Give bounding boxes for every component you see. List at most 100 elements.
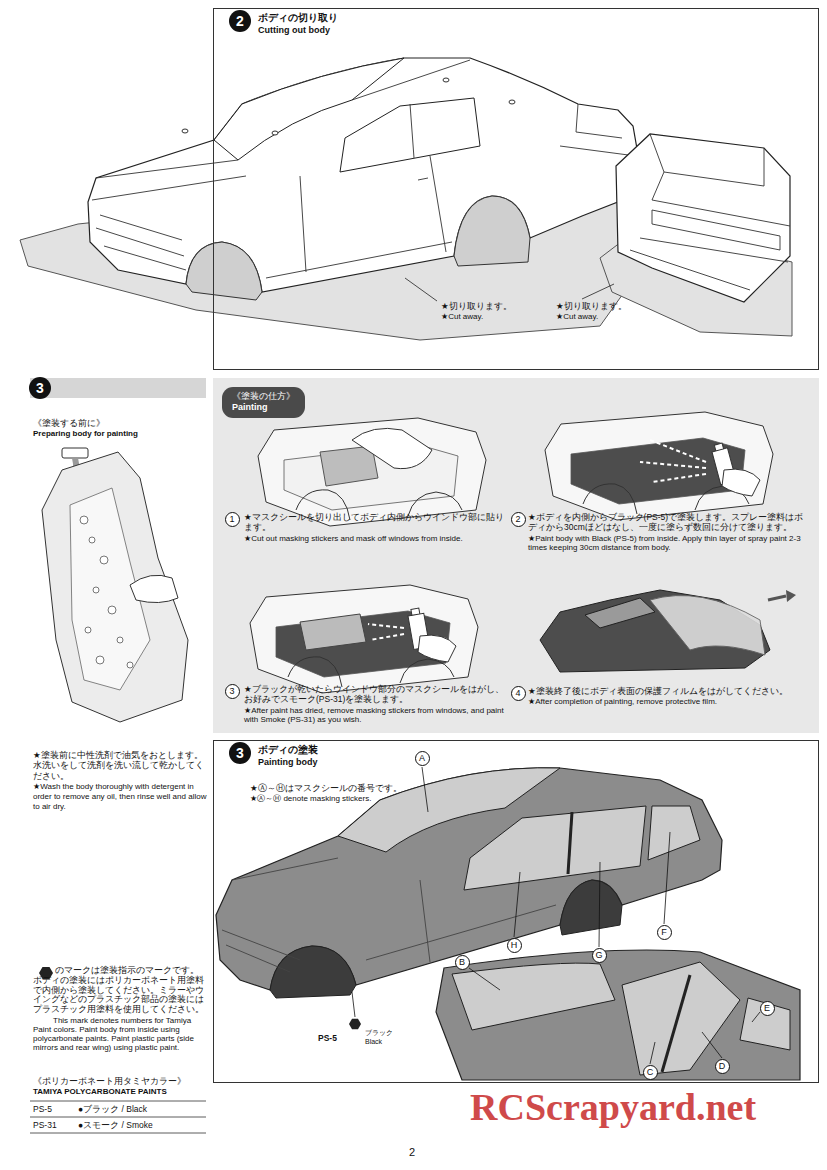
marker-text: 3 (229, 687, 234, 696)
sticker-letter: E (760, 1001, 775, 1016)
section-heading: Preparing body for painting (33, 429, 138, 439)
callout-note: ★Cut away. (441, 312, 483, 322)
leader-line (405, 278, 614, 301)
mount-hole (509, 100, 515, 104)
paint-mark (349, 1019, 361, 1029)
sub-step-number: 3 (225, 684, 240, 699)
paint-code: PS-5 (318, 1033, 337, 1043)
hand (130, 575, 178, 602)
step-number: 3 (229, 742, 251, 764)
body-detail-lines (92, 60, 636, 278)
bubble (80, 516, 88, 524)
marker-text: 2 (236, 14, 244, 28)
peel-arrow (768, 596, 786, 600)
section-tab: 《塗装の仕方》Painting (222, 387, 305, 418)
foam-bubbles (80, 516, 133, 668)
wash-figure (30, 378, 206, 1133)
painting-steps (213, 378, 819, 733)
note-text: のマークは塗装指示のマークです。ボディの塗装にはポリカーボネート用塗料で内側から… (33, 966, 207, 1015)
shell-step-2 (545, 412, 773, 520)
marker-text: 4 (515, 689, 520, 698)
shell-step-1 (258, 418, 486, 526)
car-body (88, 58, 640, 292)
sub-step-number: 1 (225, 512, 240, 527)
body-shell (42, 452, 188, 722)
marker-text: 2 (515, 515, 520, 524)
sub-step-number: 4 (511, 686, 526, 701)
step-heading: ボディの塗装 (258, 744, 318, 756)
shell-inside (284, 444, 458, 510)
sticker-letter: B (455, 955, 470, 970)
marker-text: D (719, 1062, 726, 1071)
quarter-window (648, 806, 700, 860)
hand (722, 469, 760, 496)
bubble (96, 656, 104, 664)
rear-detail-lines (630, 134, 790, 290)
painting-ground (213, 378, 819, 733)
instruction-text: ★塗装終了後にボディ表面の保護フィルムをはがしてください。 (528, 686, 812, 696)
sticker-letter: H (507, 938, 522, 953)
painted-body (540, 590, 770, 672)
marker-text: 《塗装の仕方》 (232, 391, 295, 402)
color-name: ブラック (365, 1029, 393, 1037)
mount-hole (182, 129, 188, 133)
marker-text: 3 (236, 746, 244, 760)
protective-film (650, 596, 765, 656)
wheel-arch (560, 880, 622, 935)
bubble (108, 606, 116, 614)
section-heading: 《塗装する前に》 (33, 418, 105, 428)
bubble (89, 537, 95, 543)
bubble (93, 587, 99, 593)
window-pillar (568, 812, 572, 874)
marker-text: C (647, 1068, 654, 1077)
marker-text: Painting (232, 402, 268, 413)
note-text: This mark denotes numbers for Tamiya Pai… (33, 1016, 207, 1053)
bubble (127, 662, 133, 668)
sticker-letter: F (657, 925, 672, 940)
table-cell: PS-31 (33, 1120, 57, 1130)
spray-mist (640, 440, 706, 482)
instruction-text: ★After completion of painting, remove pr… (528, 697, 812, 707)
sticker-letter: A (415, 751, 430, 766)
marker-text: B (459, 958, 465, 967)
table-cell: ●スモーク / Smoke (78, 1120, 153, 1130)
step-number: 2 (229, 10, 251, 32)
car-roof-view (436, 950, 800, 1080)
painted-body-figure (216, 767, 800, 1080)
step-heading: Cutting out body (258, 25, 330, 36)
marker-text: F (661, 928, 667, 937)
callout-note: ★Cut away. (556, 312, 598, 322)
sticker-letter: C (643, 1065, 658, 1080)
table-cell: ●ブラック / Black (78, 1104, 147, 1114)
mount-hole (443, 78, 449, 82)
shell-arches (288, 657, 454, 687)
car-rear (616, 134, 790, 302)
callout-note: ★切り取ります。 (556, 301, 627, 311)
bubble (117, 637, 123, 643)
shell-step-3 (250, 585, 478, 693)
instruction-text: ★After paint has dried, remove masking s… (244, 706, 512, 726)
body-detail-lines (222, 858, 556, 972)
marker-text: H (511, 941, 518, 950)
sub-step-number: 2 (511, 512, 526, 527)
hand (352, 428, 432, 468)
window-area (585, 598, 655, 628)
step-number: 3 (29, 377, 51, 399)
side-window (622, 962, 740, 1075)
bubble (85, 627, 91, 633)
instruction-text: ★ボディを内側からブラック(PS-5)で塗装します。スプレー塗料はボディから30… (528, 512, 812, 533)
table-cell: PS-5 (33, 1104, 52, 1114)
marker-text: G (595, 951, 602, 960)
sticker-letter: D (715, 1059, 730, 1074)
callout-note: ★Ⓐ～Ⓗ denote masking stickers. (250, 794, 371, 804)
instruction-text: ★マスクシールを切り出してボディ内側からウインドウ部に貼ります。 (244, 512, 506, 533)
table-heading: 《ポリカーボネート用タミヤカラー》 (33, 1076, 186, 1086)
instruction-text: ★塗装前に中性洗剤で油気をおとします。水洗いをして洗剤を洗い流して乾かしてくださ… (33, 750, 207, 781)
step-band (30, 378, 206, 398)
window-pillar (662, 975, 690, 1072)
step-panel: ボディの切り取りCutting out body2 (213, 8, 819, 370)
shell-outline (545, 412, 773, 520)
shell-inside (571, 438, 745, 504)
callout-note: ★Ⓐ～Ⓗはマスクシールの番号です。 (250, 783, 402, 793)
instruction-text: ★Wash the body thoroughly with detergent… (33, 782, 207, 811)
